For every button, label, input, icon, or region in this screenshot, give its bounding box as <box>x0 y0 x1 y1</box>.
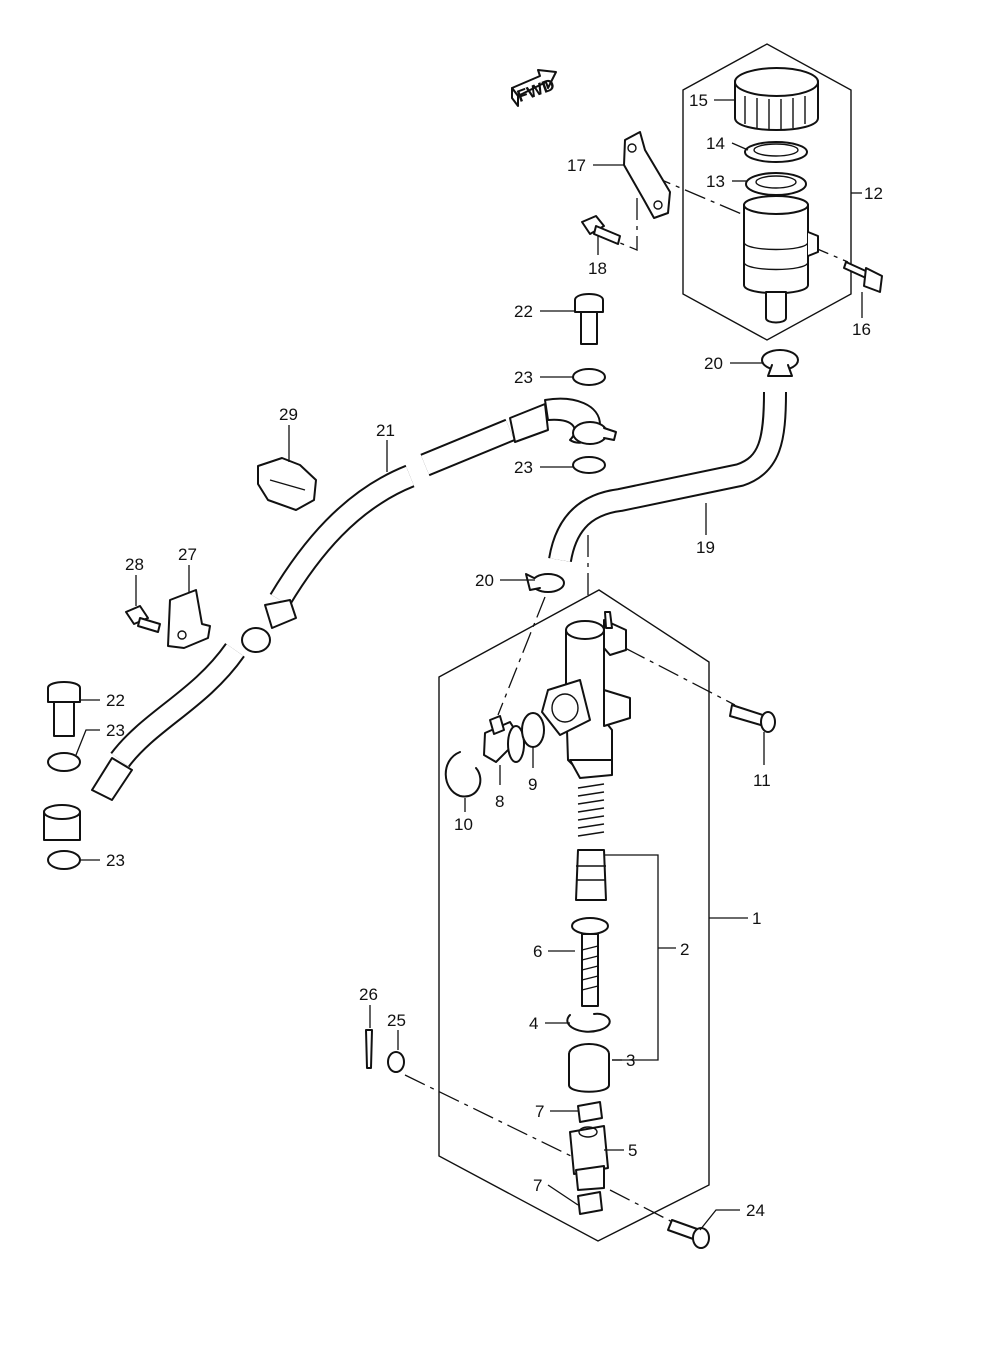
piston <box>575 849 607 901</box>
o-ring <box>521 712 545 748</box>
circlip-10 <box>444 751 482 798</box>
callout-12: 12 <box>864 184 883 203</box>
callout-23c: 23 <box>106 721 125 740</box>
leader-7b <box>547 1184 579 1206</box>
callout-6: 6 <box>533 942 542 961</box>
nut-upper <box>577 1101 603 1123</box>
callout-25: 25 <box>387 1011 406 1030</box>
master-cylinder-assembly-outline <box>438 589 710 1242</box>
callout-18: 18 <box>588 259 607 278</box>
callout-28: 28 <box>125 555 144 574</box>
callout-17: 17 <box>567 156 586 175</box>
snap-ring <box>566 1012 611 1033</box>
align-line-elbow <box>497 596 546 716</box>
callout-20b: 20 <box>475 571 494 590</box>
piston-kit-bracket <box>605 854 659 1061</box>
align-line-bolt-11 <box>624 647 736 706</box>
union-bolt-upper <box>574 293 604 345</box>
diaphragm <box>745 172 807 196</box>
callout-13: 13 <box>706 172 725 191</box>
fwd-label: FWD <box>514 75 557 106</box>
callout-22a: 22 <box>514 302 533 321</box>
washer-lower-1 <box>47 752 81 772</box>
clevis-pin <box>667 1219 710 1249</box>
callout-3: 3 <box>626 1051 635 1070</box>
washer-25 <box>387 1051 405 1073</box>
reservoir-tank <box>743 195 819 324</box>
hose-clamp-bracket <box>167 589 211 649</box>
rod-end <box>569 1125 609 1191</box>
brake-hose <box>43 397 617 841</box>
leader-14 <box>731 142 749 151</box>
callout-20a: 20 <box>704 354 723 373</box>
reservoir-hose <box>548 391 787 563</box>
fwd-arrow-icon: FWD <box>511 69 557 107</box>
bracket-bolt <box>125 605 161 633</box>
callout-10: 10 <box>454 815 473 834</box>
washer-lower-2 <box>47 850 81 870</box>
reservoir-screw <box>843 261 883 293</box>
push-rod <box>571 917 609 1007</box>
diaphragm-plate <box>744 141 808 163</box>
washer-upper-1 <box>572 368 606 386</box>
leader-24 <box>699 1209 740 1231</box>
reservoir-cap <box>734 67 819 131</box>
align-line-reservoir <box>649 174 745 216</box>
callout-24: 24 <box>746 1201 765 1220</box>
spring <box>577 783 605 837</box>
boot <box>568 1043 610 1093</box>
callout-23b: 23 <box>514 458 533 477</box>
callout-14: 14 <box>706 134 725 153</box>
callout-15: 15 <box>689 91 708 110</box>
callout-22b: 22 <box>106 691 125 710</box>
align-line-clamp <box>607 198 638 251</box>
hose-elbow <box>483 715 525 763</box>
callout-11: 11 <box>753 771 771 790</box>
callout-7a: 7 <box>535 1102 544 1121</box>
callout-8: 8 <box>495 792 504 811</box>
align-line-washer-25 <box>404 1074 576 1159</box>
clamp-bolt <box>581 215 621 245</box>
union-bolt-lower <box>47 681 81 737</box>
callout-1: 1 <box>752 909 761 928</box>
callout-4: 4 <box>529 1014 538 1033</box>
nut-lower <box>577 1191 603 1215</box>
align-line-pin-24 <box>609 1189 689 1231</box>
callout-27: 27 <box>178 545 197 564</box>
master-cylinder-body <box>541 611 631 779</box>
callout-21: 21 <box>376 421 395 440</box>
hose-clamp-top <box>761 349 799 377</box>
hose-guide <box>257 457 317 511</box>
cotter-pin <box>365 1029 373 1069</box>
callout-5: 5 <box>628 1141 637 1160</box>
callout-23a: 23 <box>514 368 533 387</box>
leader-23c <box>75 729 100 756</box>
callout-29: 29 <box>279 405 298 424</box>
reservoir-assembly-outline <box>682 43 852 341</box>
callout-16: 16 <box>852 320 871 339</box>
washer-upper-2 <box>572 456 606 474</box>
reservoir-clamp <box>623 131 671 219</box>
hose-clamp-bottom <box>525 573 565 593</box>
callout-9: 9 <box>528 775 537 794</box>
callout-7b: 7 <box>533 1176 542 1195</box>
callout-23d: 23 <box>106 851 125 870</box>
callout-19: 19 <box>696 538 715 557</box>
callout-2: 2 <box>680 940 689 959</box>
callout-26: 26 <box>359 985 378 1004</box>
bolt-11 <box>729 704 776 733</box>
